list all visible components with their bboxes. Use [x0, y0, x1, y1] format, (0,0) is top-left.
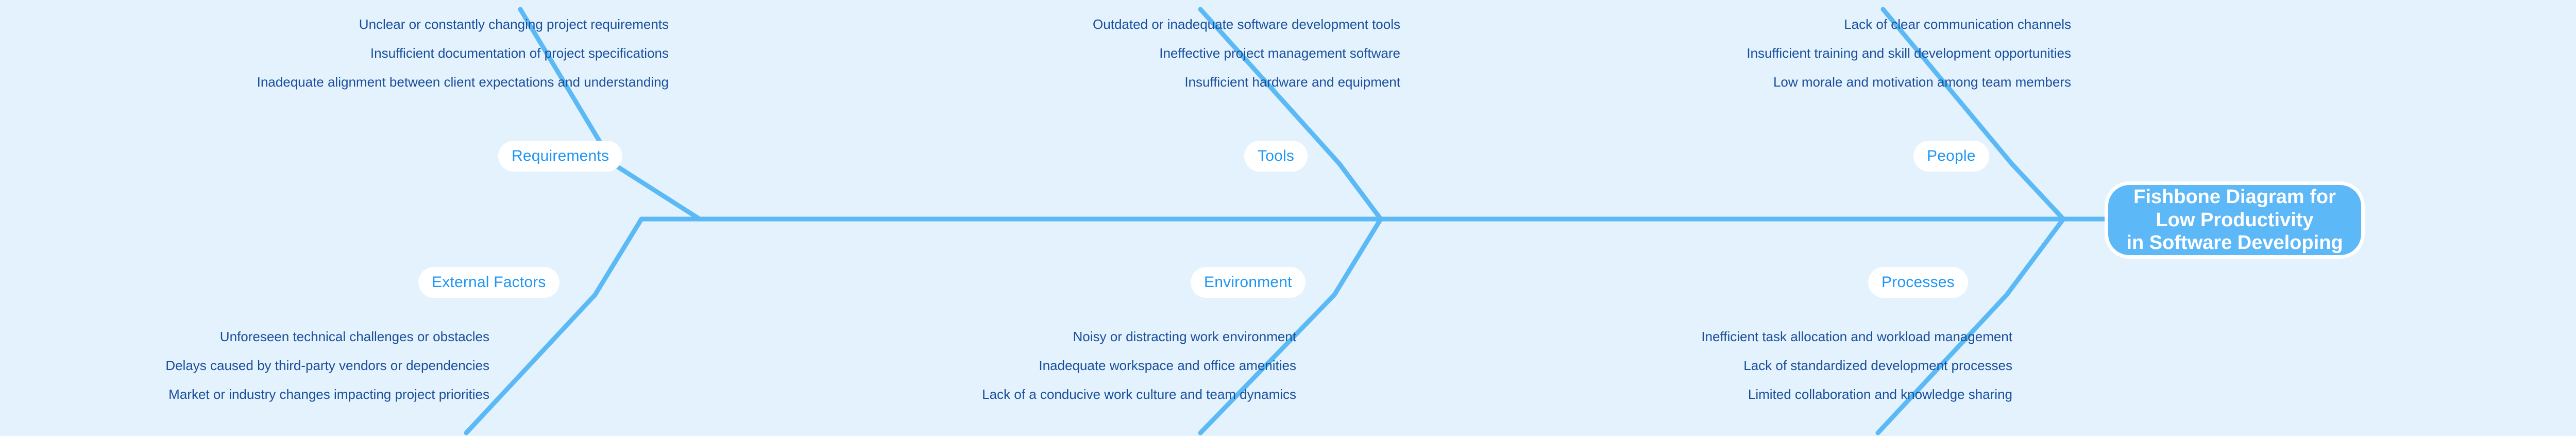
feather-environment: [1198, 292, 1337, 435]
bone-external-factors: [592, 216, 644, 297]
cause-text: Limited collaboration and knowledge shar…: [1748, 387, 2012, 402]
category-label: External Factors: [432, 274, 546, 291]
cause-text: Lack of a conducive work culture and tea…: [982, 387, 1296, 402]
problem-statement-line-2: in Software Developing: [2126, 232, 2343, 254]
feather-people: [1880, 7, 2014, 166]
category-pill-external-factors[interactable]: External Factors: [418, 267, 560, 298]
cause-text: Outdated or inadequate software developm…: [1093, 16, 1400, 32]
cause-text: Inefficient task allocation and workload…: [1701, 329, 2012, 344]
feather-requirements: [518, 7, 616, 166]
feather-processes: [1875, 292, 2009, 435]
feather-tools: [1198, 7, 1342, 166]
causes-people: Lack of clear communication channels Ins…: [1747, 18, 2071, 89]
causes-requirements: Unclear or constantly changing project r…: [257, 18, 669, 89]
category-label: Environment: [1204, 274, 1292, 291]
category-pill-requirements[interactable]: Requirements: [498, 141, 623, 172]
cause-text: Lack of standardized development process…: [1743, 358, 2012, 373]
cause-text: Inadequate alignment between client expe…: [257, 74, 669, 90]
cause-text: Lack of clear communication channels: [1844, 16, 2071, 32]
category-label: Tools: [1258, 147, 1295, 164]
bone-processes: [2004, 216, 2066, 297]
category-pill-environment[interactable]: Environment: [1191, 267, 1306, 298]
category-label: Requirements: [512, 147, 609, 164]
feather-external-factors: [464, 292, 598, 435]
category-pill-people[interactable]: People: [1913, 141, 1989, 172]
cause-text: Insufficient training and skill developm…: [1747, 45, 2071, 61]
causes-processes: Inefficient task allocation and workload…: [1701, 330, 2012, 401]
cause-text: Market or industry changes impacting pro…: [168, 387, 489, 402]
cause-text: Insufficient hardware and equipment: [1184, 74, 1400, 90]
problem-statement-line-1: Fishbone Diagram for Low Productivity: [2133, 186, 2336, 231]
bone-requirements: [611, 161, 702, 222]
category-label: People: [1927, 147, 1976, 164]
category-pill-tools[interactable]: Tools: [1244, 141, 1308, 172]
causes-external-factors: Unforeseen technical challenges or obsta…: [165, 330, 489, 401]
bone-environment: [1332, 216, 1383, 297]
bone-people: [2009, 161, 2066, 222]
category-pill-processes[interactable]: Processes: [1868, 267, 1968, 298]
category-label: Processes: [1882, 274, 1955, 291]
problem-statement-box[interactable]: Fishbone Diagram for Low Productivity in…: [2105, 181, 2365, 259]
problem-statement-text: Fishbone Diagram for Low Productivity in…: [2117, 186, 2352, 255]
cause-text: Unforeseen technical challenges or obsta…: [219, 329, 489, 344]
causes-environment: Noisy or distracting work environment In…: [982, 330, 1296, 401]
cause-text: Unclear or constantly changing project r…: [359, 16, 669, 32]
bone-tools: [1337, 161, 1383, 222]
cause-text: Low morale and motivation among team mem…: [1773, 74, 2071, 90]
cause-text: Inadequate workspace and office amenitie…: [1039, 358, 1296, 373]
cause-text: Ineffective project management software: [1159, 45, 1400, 61]
cause-text: Noisy or distracting work environment: [1073, 329, 1297, 344]
causes-tools: Outdated or inadequate software developm…: [1093, 18, 1400, 89]
cause-text: Delays caused by third-party vendors or …: [165, 358, 489, 373]
cause-text: Insufficient documentation of project sp…: [370, 45, 669, 61]
